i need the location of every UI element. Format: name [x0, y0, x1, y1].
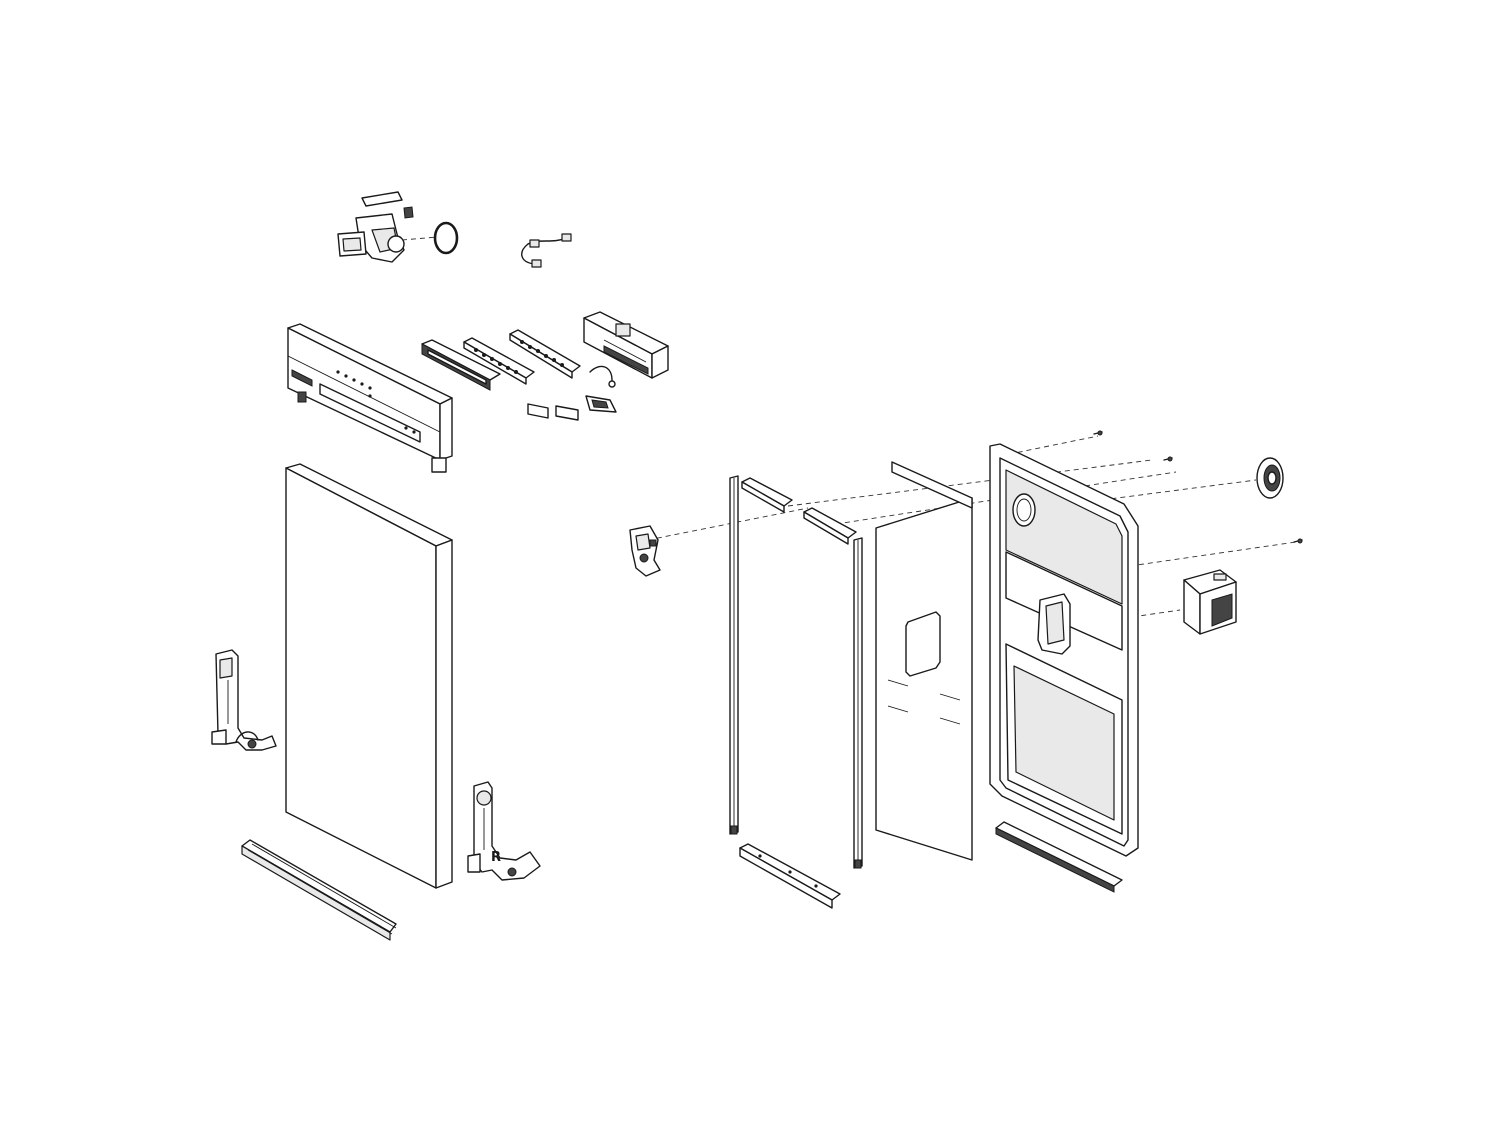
- control-module: [583, 311, 669, 379]
- inner-door: [989, 443, 1139, 857]
- screw-top: [1093, 430, 1103, 436]
- insulation-panel: [875, 461, 973, 861]
- hinge-right: R: [467, 781, 541, 881]
- keypad-strip: [463, 337, 535, 385]
- display-window: [421, 339, 501, 391]
- top-bracket-right: [803, 507, 857, 545]
- wire-harness: [521, 233, 572, 268]
- side-seal-right: [853, 537, 863, 869]
- led-pad-right: [555, 405, 579, 421]
- kick-rail-left: [241, 839, 397, 941]
- screw-lower-right: [1293, 538, 1303, 544]
- door-latch: [629, 525, 661, 577]
- top-bracket-left: [741, 477, 793, 513]
- button-board: [509, 329, 581, 379]
- bottom-bracket: [739, 843, 841, 909]
- hinge-right-label: R: [491, 850, 501, 865]
- power-switch: [585, 395, 617, 413]
- bottom-seal: [995, 821, 1123, 893]
- door-lock-assembly: [337, 191, 439, 263]
- detergent-dispenser: [1183, 569, 1237, 635]
- side-seal-left: [729, 475, 739, 835]
- led-pad-left: [527, 403, 549, 419]
- display-cable: [589, 365, 616, 388]
- door-lock-seal-ring: [433, 221, 459, 255]
- outer-door-panel: [285, 463, 453, 889]
- control-panel-fascia: [287, 323, 453, 473]
- rinse-aid-cap: [1256, 457, 1284, 499]
- screw-upper-right: [1163, 456, 1173, 462]
- hinge-left: [211, 649, 277, 751]
